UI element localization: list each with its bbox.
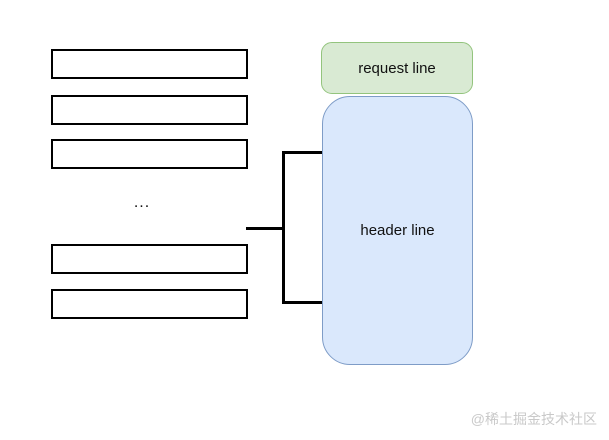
field-row	[51, 139, 248, 169]
request-line-box: request line	[321, 42, 473, 94]
header-line-box: header line	[322, 96, 473, 365]
field-row	[51, 289, 248, 319]
connector-top-arm-line	[282, 151, 322, 154]
field-row	[51, 49, 248, 79]
field-row	[51, 95, 248, 125]
ellipsis-label: ...	[133, 194, 151, 211]
header-line-label: header line	[360, 222, 435, 239]
request-line-label: request line	[358, 59, 436, 77]
connector-stub-line	[246, 227, 284, 230]
field-row	[51, 244, 248, 274]
connector-vertical-line	[282, 151, 285, 304]
watermark-text: @稀土掘金技术社区	[470, 411, 597, 427]
connector-bottom-arm-line	[282, 301, 322, 304]
